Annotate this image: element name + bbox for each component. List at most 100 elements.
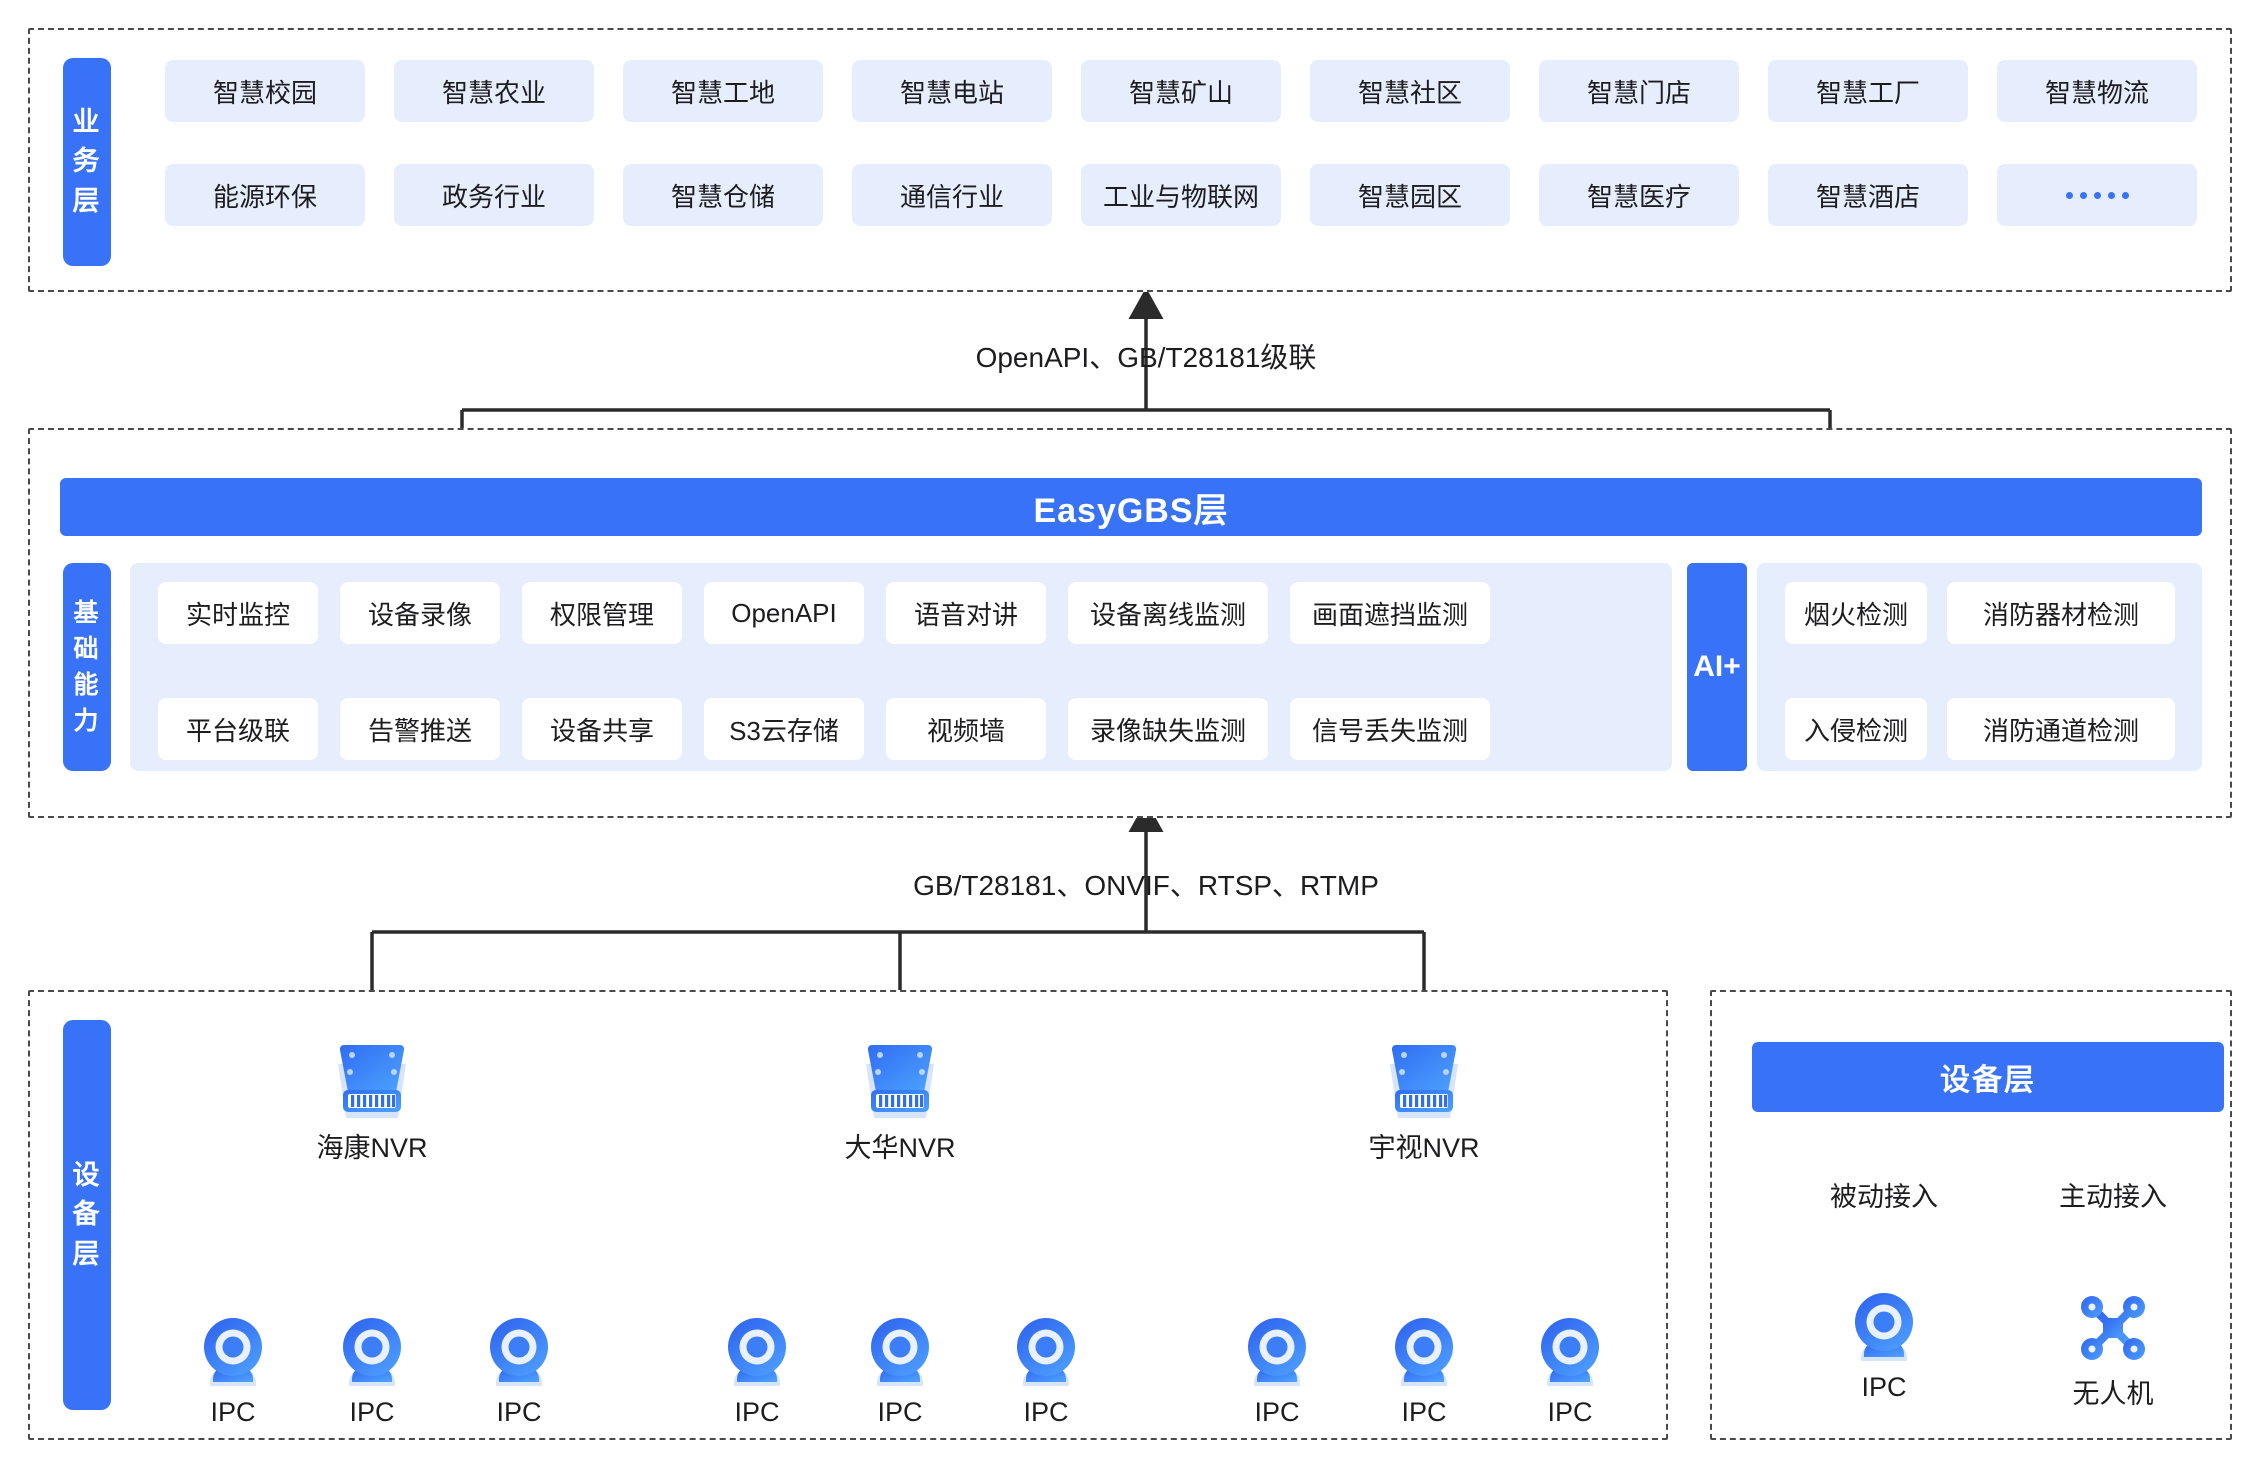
business-chip[interactable]: 智慧工地 <box>623 60 823 122</box>
ipc-node[interactable]: IPC <box>173 1315 293 1428</box>
capability-chip[interactable]: 语音对讲 <box>886 582 1046 644</box>
nvr-node[interactable]: 海康NVR <box>282 1042 462 1165</box>
easygbs-bar: EasyGBS层 <box>60 478 2202 536</box>
capability-chip-label: 画面遮挡监测 <box>1311 599 1468 630</box>
ipc-camera-icon <box>1248 1318 1306 1386</box>
device-layer-left-tab: 设备层 <box>63 1020 111 1410</box>
capability-chip[interactable]: 平台级联 <box>158 698 318 760</box>
business-chip-label: 智慧门店 <box>1586 77 1691 108</box>
capability-chip[interactable]: 设备离线监测 <box>1068 582 1268 644</box>
business-chip-label: 智慧社区 <box>1357 77 1462 108</box>
business-layer-tab-label: 业务层 <box>72 107 102 216</box>
capability-chip[interactable]: 告警推送 <box>340 698 500 760</box>
business-chip-label: 能源环保 <box>212 181 317 212</box>
business-chip[interactable]: 智慧校园 <box>165 60 365 122</box>
business-chip[interactable]: 智慧社区 <box>1310 60 1510 122</box>
capability-chip[interactable]: 设备共享 <box>522 698 682 760</box>
ai-capability-chip[interactable]: 消防器材检测 <box>1947 582 2175 644</box>
ipc-camera-icon <box>204 1318 262 1386</box>
business-chip[interactable]: 智慧门店 <box>1539 60 1739 122</box>
business-chip-label: 智慧物流 <box>2044 77 2149 108</box>
ai-capability-chip-label: 烟火检测 <box>1803 599 1908 630</box>
capability-chip[interactable]: 录像缺失监测 <box>1068 698 1268 760</box>
business-chip[interactable]: 智慧工厂 <box>1768 60 1968 122</box>
ipc-camera-icon <box>1855 1293 1913 1361</box>
ipc-node-label: IPC <box>1023 1397 1069 1427</box>
business-chip-label: 智慧园区 <box>1357 181 1462 212</box>
ai-capability-chip-label: 消防器材检测 <box>1982 599 2139 630</box>
business-chip[interactable]: 智慧仓储 <box>623 164 823 226</box>
connector-label-openapi: OpenAPI、GB/T28181级联 <box>975 342 1317 373</box>
nvr-node-label: 宇视NVR <box>1368 1133 1480 1163</box>
easygbs-bar-label: EasyGBS层 <box>1033 491 1229 530</box>
ai-capability-chip[interactable]: 入侵检测 <box>1785 698 1927 760</box>
ipc-node[interactable]: IPC <box>459 1315 579 1428</box>
business-chip[interactable]: 智慧园区 <box>1310 164 1510 226</box>
capability-layer-tab: 基础能力 <box>63 563 111 771</box>
right-device-label: 无人机 <box>2072 1379 2154 1409</box>
business-chip-label: 智慧校园 <box>212 77 317 108</box>
business-chip-label: 智慧酒店 <box>1815 181 1920 212</box>
capability-chip[interactable]: 实时监控 <box>158 582 318 644</box>
ipc-node-label: IPC <box>734 1397 780 1427</box>
right-device-label: IPC <box>1861 1372 1907 1402</box>
ipc-camera-icon <box>1541 1318 1599 1386</box>
business-chip[interactable]: 智慧物流 <box>1997 60 2197 122</box>
ipc-node[interactable]: IPC <box>1217 1315 1337 1428</box>
nvr-icon <box>866 1045 934 1118</box>
nvr-icon <box>1390 1045 1458 1118</box>
capability-chip-label: 信号丢失监测 <box>1311 715 1468 746</box>
ipc-node[interactable]: IPC <box>697 1315 817 1428</box>
ipc-node-label: IPC <box>210 1397 256 1427</box>
access-mode-label: 被动接入 <box>1830 1182 1938 1212</box>
capability-chip-label: S3云存储 <box>729 715 839 746</box>
nvr-icon <box>338 1045 406 1118</box>
capability-chip[interactable]: S3云存储 <box>704 698 864 760</box>
access-mode-label: 主动接入 <box>2059 1182 2167 1212</box>
right-drone-node[interactable]: 无人机 <box>2043 1290 2183 1411</box>
ipc-node-label: IPC <box>877 1397 923 1427</box>
capability-chip-label: 设备离线监测 <box>1089 599 1246 630</box>
ipc-camera-icon <box>1017 1318 1075 1386</box>
business-chip[interactable]: 智慧电站 <box>852 60 1052 122</box>
ipc-node[interactable]: IPC <box>312 1315 432 1428</box>
business-chip[interactable]: 智慧酒店 <box>1768 164 1968 226</box>
business-chip-label: 政务行业 <box>441 181 546 212</box>
business-chip-label: 智慧工地 <box>670 77 775 108</box>
nvr-node[interactable]: 宇视NVR <box>1334 1042 1514 1165</box>
ipc-camera-icon <box>1395 1318 1453 1386</box>
capability-chip[interactable]: 视频墙 <box>886 698 1046 760</box>
ai-capability-chip[interactable]: 消防通道检测 <box>1947 698 2175 760</box>
right-ipc-node[interactable]: IPC <box>1814 1290 1954 1403</box>
device-layer-right-bar-label: 设备层 <box>1940 1064 2036 1097</box>
business-chip-label: 工业与物联网 <box>1102 181 1259 212</box>
ipc-node[interactable]: IPC <box>1510 1315 1630 1428</box>
ipc-node[interactable]: IPC <box>986 1315 1106 1428</box>
business-chip[interactable]: 工业与物联网 <box>1081 164 1281 226</box>
business-chip-label: 智慧农业 <box>441 77 546 108</box>
nvr-node[interactable]: 大华NVR <box>810 1042 990 1165</box>
capability-chip-label: 实时监控 <box>185 599 290 630</box>
business-chip[interactable]: 通信行业 <box>852 164 1052 226</box>
business-chip[interactable]: 智慧农业 <box>394 60 594 122</box>
business-chip[interactable]: 政务行业 <box>394 164 594 226</box>
ellipsis-dots-icon <box>2065 191 2129 199</box>
ipc-node[interactable]: IPC <box>1364 1315 1484 1428</box>
ai-capability-chip[interactable]: 烟火检测 <box>1785 582 1927 644</box>
capability-chip[interactable]: OpenAPI <box>704 582 864 644</box>
ai-capability-chip-label: 消防通道检测 <box>1982 715 2139 746</box>
business-chip[interactable]: 智慧医疗 <box>1539 164 1739 226</box>
business-chip[interactable]: 智慧矿山 <box>1081 60 1281 122</box>
business-chip[interactable] <box>1997 164 2197 226</box>
capability-chip-label: OpenAPI <box>731 597 837 628</box>
capability-chip-label: 录像缺失监测 <box>1089 715 1246 746</box>
capability-chip[interactable]: 画面遮挡监测 <box>1290 582 1490 644</box>
capability-chip[interactable]: 信号丢失监测 <box>1290 698 1490 760</box>
business-chip-label: 智慧电站 <box>899 77 1004 108</box>
business-chip[interactable]: 能源环保 <box>165 164 365 226</box>
capability-chip[interactable]: 权限管理 <box>522 582 682 644</box>
ipc-node[interactable]: IPC <box>840 1315 960 1428</box>
capability-chip[interactable]: 设备录像 <box>340 582 500 644</box>
capability-layer-tab-label: 基础能力 <box>73 598 101 736</box>
